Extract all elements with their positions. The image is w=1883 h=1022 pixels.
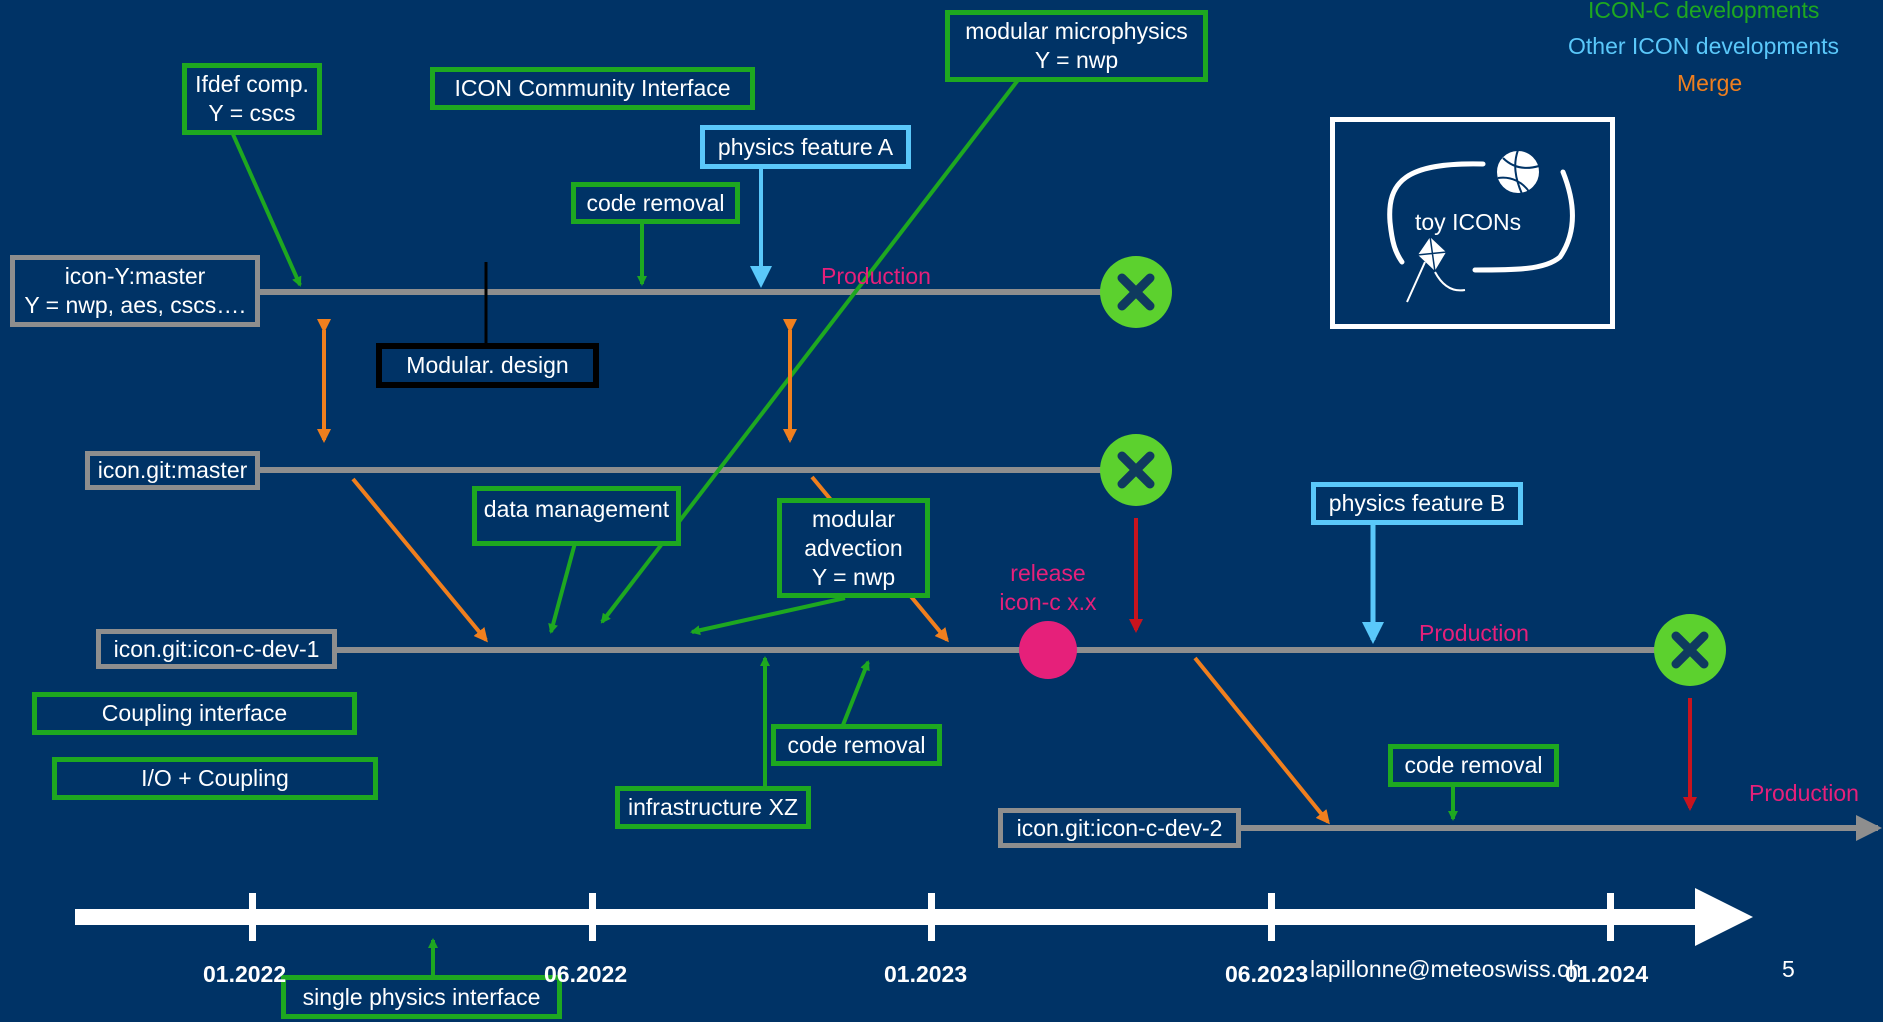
arrow-data-management bbox=[548, 542, 577, 634]
legend-merge: Merge bbox=[1677, 70, 1743, 96]
data-management-box: data management bbox=[472, 486, 681, 546]
toy-arc-left bbox=[1387, 161, 1486, 265]
close-x-icon bbox=[1654, 614, 1726, 686]
modular-design-box: Modular. design bbox=[376, 343, 599, 388]
merge-arrow-3 bbox=[1193, 656, 1330, 825]
timeline-date-5: 01.2024 bbox=[1565, 961, 1649, 987]
code-removal-label-3: code removal bbox=[1404, 752, 1543, 778]
timeline-tick bbox=[928, 893, 935, 941]
branch-icon-c-dev-2-name: icon.git:icon-c-dev-2 bbox=[1016, 814, 1223, 841]
legend-other: Other ICON developments bbox=[1568, 33, 1840, 59]
toy-icons-box: toy ICONs bbox=[1330, 117, 1615, 329]
ifdef-comp-y: Y = cscs bbox=[208, 100, 296, 126]
code-removal-box-2: code removal bbox=[771, 724, 942, 766]
ifdef-comp-box: Ifdef comp. Y = cscs bbox=[182, 63, 322, 135]
community-interface-box: ICON Community Interface bbox=[430, 67, 755, 110]
release-label-line1: release bbox=[1010, 560, 1086, 586]
branch-icon-c-dev-2: icon.git:icon-c-dev-2 bbox=[998, 808, 1241, 848]
modular-design-label: Modular. design bbox=[406, 352, 569, 378]
timeline-date-1: 01.2022 bbox=[203, 961, 287, 987]
physics-feature-a-box: physics feature A bbox=[700, 125, 911, 169]
data-management-label: data management bbox=[483, 495, 670, 522]
modular-microphysics-y: Y = nwp bbox=[1034, 47, 1119, 73]
legend-icon-c: ICON-C developments bbox=[1588, 0, 1820, 23]
timeline-tick bbox=[1268, 893, 1275, 941]
modular-advection-box: modular advection Y = nwp bbox=[777, 498, 930, 598]
coupling-interface-label: Coupling interface bbox=[101, 700, 288, 726]
close-x-icon bbox=[1100, 256, 1172, 328]
infrastructure-label: infrastructure XZ bbox=[628, 794, 798, 820]
merge-arrow-1 bbox=[351, 477, 488, 643]
timeline-tick bbox=[589, 893, 596, 941]
timeline-tick bbox=[249, 893, 256, 941]
timeline-date-3: 01.2023 bbox=[884, 961, 968, 987]
production-label-3: Production bbox=[1749, 780, 1859, 806]
kite-icon bbox=[1406, 234, 1466, 303]
timeline-date-2: 06.2022 bbox=[544, 961, 628, 987]
page-number: 5 bbox=[1782, 956, 1795, 982]
timeline-tick bbox=[1607, 893, 1614, 941]
branch-icon-y-master: icon-Y:master Y = nwp, aes, cscs…. bbox=[10, 255, 260, 327]
branch-icon-git-master-name: icon.git:master bbox=[97, 457, 248, 483]
code-removal-box-1: code removal bbox=[571, 182, 740, 224]
branch-icon-c-dev-1: icon.git:icon-c-dev-1 bbox=[96, 629, 337, 669]
modular-microphysics-title: modular microphysics bbox=[965, 18, 1188, 44]
production-label-2: Production bbox=[1419, 620, 1529, 646]
physics-feature-b-label: physics feature B bbox=[1328, 490, 1506, 516]
volleyball-icon bbox=[1495, 149, 1541, 195]
production-label-1: Production bbox=[821, 263, 931, 289]
code-removal-label-1: code removal bbox=[586, 189, 725, 216]
modular-advection-line2: advection bbox=[804, 534, 903, 561]
toy-arc-right bbox=[1472, 169, 1575, 273]
branch-icon-y-master-members: Y = nwp, aes, cscs…. bbox=[24, 292, 246, 318]
release-label-line2: icon-c x.x bbox=[999, 589, 1097, 615]
io-coupling-label: I/O + Coupling bbox=[141, 765, 289, 791]
code-removal-label-2: code removal bbox=[787, 731, 926, 758]
physics-feature-b-box: physics feature B bbox=[1311, 482, 1523, 525]
community-interface-label: ICON Community Interface bbox=[454, 75, 731, 101]
release-dot-icon bbox=[1019, 621, 1077, 679]
branch-icon-git-master: icon.git:master bbox=[85, 451, 260, 490]
single-physics-interface-label: single physics interface bbox=[302, 983, 541, 1010]
branch-icon-y-master-name: icon-Y:master bbox=[64, 263, 206, 289]
footer-email: lapillonne@meteoswiss.ch bbox=[1310, 956, 1582, 982]
single-physics-interface-box: single physics interface bbox=[281, 975, 562, 1019]
close-x-icon bbox=[1100, 434, 1172, 506]
arrow-modular-advection bbox=[690, 596, 846, 636]
arrow-code-removal-2 bbox=[841, 660, 870, 726]
toy-icons-art bbox=[1387, 149, 1575, 303]
modular-advection-line3: Y = nwp bbox=[811, 563, 896, 590]
toy-icons-label: toy ICONs bbox=[1415, 209, 1522, 235]
arrow-ifdef bbox=[230, 131, 302, 287]
timeline-bar bbox=[75, 909, 1700, 925]
code-removal-box-3: code removal bbox=[1388, 744, 1559, 787]
infrastructure-box: infrastructure XZ bbox=[615, 786, 811, 829]
io-coupling-box: I/O + Coupling bbox=[52, 757, 378, 800]
timeline-date-4: 06.2023 bbox=[1225, 961, 1309, 987]
branch-icon-c-dev-1-name: icon.git:icon-c-dev-1 bbox=[113, 635, 320, 662]
modular-advection-line1: modular bbox=[811, 505, 896, 532]
physics-feature-a-label: physics feature A bbox=[717, 133, 894, 160]
timeline-arrowhead bbox=[1695, 888, 1753, 946]
ifdef-comp-title: Ifdef comp. bbox=[195, 71, 309, 97]
modular-microphysics-box: modular microphysics Y = nwp bbox=[945, 10, 1208, 82]
coupling-interface-box: Coupling interface bbox=[32, 692, 357, 735]
release-label: release icon-c x.x bbox=[975, 559, 1121, 617]
